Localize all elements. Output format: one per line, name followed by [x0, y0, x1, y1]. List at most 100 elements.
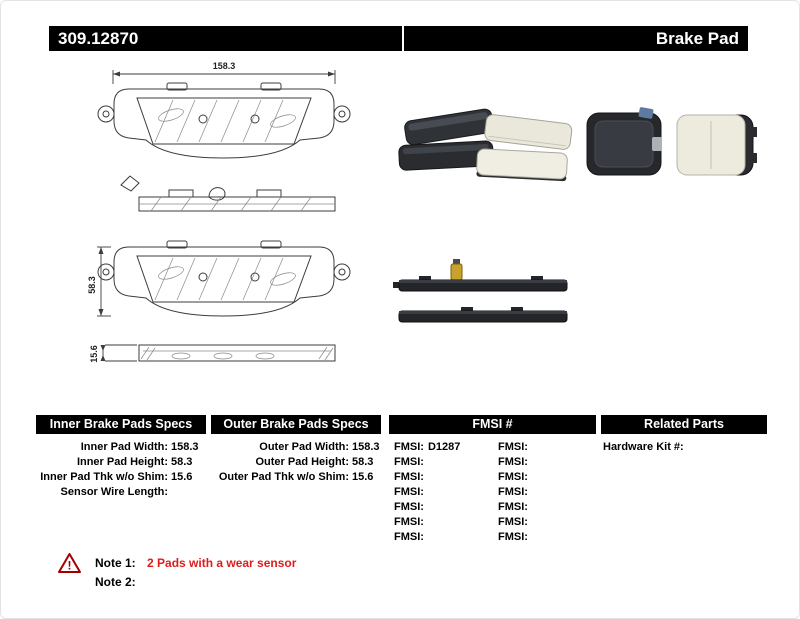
brand-stamp [255, 352, 275, 360]
sensor-clip [638, 107, 654, 119]
pad-front-view-drawing-1 [97, 82, 351, 159]
spec-label: Outer Pad Height: [255, 456, 349, 468]
spec-row: Outer Pad Width: 158.3 [211, 440, 386, 455]
spec-label: Inner Pad Thk w/o Shim: [40, 471, 168, 483]
dimension-thickness-label: 15.6 [89, 345, 99, 363]
inner-specs-column: Inner Pad Width: 158.3 Inner Pad Height:… [36, 440, 211, 500]
spec-value: 15.6 [352, 471, 374, 483]
fmsi-row: FMSI: [498, 530, 532, 545]
warning-icon: ! [58, 553, 81, 573]
fmsi-row: FMSI: [498, 455, 532, 470]
outer-specs-column: Outer Pad Width: 158.3 Outer Pad Height:… [211, 440, 386, 485]
spec-label: Hardware Kit #: [603, 441, 684, 453]
spec-row: Inner Pad Height: 58.3 [36, 455, 211, 470]
spec-row: Outer Pad Thk w/o Shim: 15.6 [211, 470, 386, 485]
note-1-label: Note 1: [95, 556, 136, 570]
brand-stamp [270, 114, 296, 128]
product-type: Brake Pad [655, 29, 739, 48]
fmsi-value: D1287 [427, 441, 461, 453]
retaining-clip [208, 187, 226, 201]
technical-drawings: 158.3 [87, 61, 351, 363]
fmsi-row: FMSI: [394, 530, 460, 545]
note-1: Note 1: 2 Pads with a wear sensor [95, 556, 296, 571]
spec-label: Outer Pad Width: [259, 441, 349, 453]
spec-value: 158.3 [171, 441, 199, 453]
fmsi-label: FMSI: [498, 531, 528, 543]
dimension-width-label: 158.3 [213, 61, 236, 71]
spec-row: Sensor Wire Length: [36, 485, 211, 500]
fmsi-label: FMSI: [394, 486, 424, 498]
fmsi-label: FMSI: [394, 516, 424, 528]
dimension-height-label: 58.3 [87, 276, 97, 294]
fmsi-row: FMSI: [498, 485, 532, 500]
related-parts-header: Related Parts [601, 415, 767, 434]
fmsi-row: FMSI: [498, 500, 532, 515]
fmsi-row: FMSI: [498, 440, 532, 455]
dimension-thickness: 15.6 [89, 344, 137, 363]
fmsi-label: FMSI: [498, 501, 528, 513]
spec-value: 158.3 [352, 441, 380, 453]
pad-side-top [393, 276, 568, 292]
fmsi-label: FMSI: [394, 531, 424, 543]
spec-row: Inner Pad Thk w/o Shim: 15.6 [36, 470, 211, 485]
fmsi-row: FMSI: [498, 470, 532, 485]
fmsi-row: FMSI: [498, 515, 532, 530]
inner-pad-photo [586, 107, 662, 176]
fmsi-label: FMSI: [498, 486, 528, 498]
dimension-height: 58.3 [87, 246, 111, 317]
fmsi-row: FMSI: [394, 500, 460, 515]
note-2: Note 2: [95, 575, 144, 590]
fmsi-label: FMSI: [394, 471, 424, 483]
spec-row: Hardware Kit #: [603, 440, 763, 455]
fmsi-row: FMSI: [394, 470, 460, 485]
brand-stamp [171, 352, 191, 360]
abutment-clip [652, 137, 662, 151]
spec-label: Inner Pad Width: [80, 441, 168, 453]
fmsi-label: FMSI: [394, 441, 424, 453]
pad-side-view-photo [393, 259, 568, 323]
pad-front-view-drawing-2 [97, 240, 351, 317]
brand-stamp [158, 108, 184, 122]
fmsi-header: FMSI # [389, 415, 596, 434]
spec-value: 58.3 [171, 456, 193, 468]
wear-sensor [450, 259, 463, 281]
note-1-text: 2 Pads with a wear sensor [147, 556, 297, 570]
fmsi-label: FMSI: [498, 516, 528, 528]
ceramic-pad-photo [476, 148, 568, 182]
pad-top-view-drawing [120, 175, 336, 212]
pad-pair-photo [586, 107, 757, 176]
dimension-width: 158.3 [112, 61, 336, 84]
spec-row: Outer Pad Height: 58.3 [211, 455, 386, 470]
spec-value: 58.3 [352, 456, 374, 468]
fmsi-label: FMSI: [394, 501, 424, 513]
fmsi-label: FMSI: [498, 471, 528, 483]
brand-stamp [213, 352, 233, 360]
part-number: 309.12870 [58, 29, 139, 48]
fmsi-row: FMSI: [394, 455, 460, 470]
fmsi-row: FMSI: [394, 485, 460, 500]
outer-pad-photo [676, 114, 757, 176]
fmsi-column-1: FMSI: D1287 FMSI: FMSI: FMSI: FMSI: FMSI… [394, 440, 460, 545]
related-parts-column: Hardware Kit #: [603, 440, 763, 455]
fmsi-label: FMSI: [498, 441, 528, 453]
fmsi-column-2: FMSI: FMSI: FMSI: FMSI: FMSI: FMSI: FMSI… [498, 440, 532, 545]
product-type-bar: Brake Pad [404, 26, 748, 51]
inner-specs-header: Inner Brake Pads Specs [36, 415, 206, 434]
fmsi-label: FMSI: [498, 456, 528, 468]
ceramic-pad-photo [484, 114, 573, 150]
spec-label: Sensor Wire Length: [60, 486, 168, 498]
pad-edge-view-drawing [138, 344, 336, 362]
dark-pad-photo [398, 140, 494, 171]
spec-label: Outer Pad Thk w/o Shim: [218, 471, 349, 483]
part-number-bar: 309.12870 [49, 26, 402, 51]
pad-set-photo [398, 108, 573, 182]
svg-text:!: ! [68, 559, 72, 573]
fmsi-row: FMSI: [394, 515, 460, 530]
spec-label: Inner Pad Height: [76, 456, 168, 468]
spec-value: 15.6 [171, 471, 193, 483]
fmsi-row: FMSI: D1287 [394, 440, 460, 455]
brand-stamp [270, 272, 296, 286]
dark-pad-photo [404, 108, 494, 146]
outer-specs-header: Outer Brake Pads Specs [211, 415, 381, 434]
